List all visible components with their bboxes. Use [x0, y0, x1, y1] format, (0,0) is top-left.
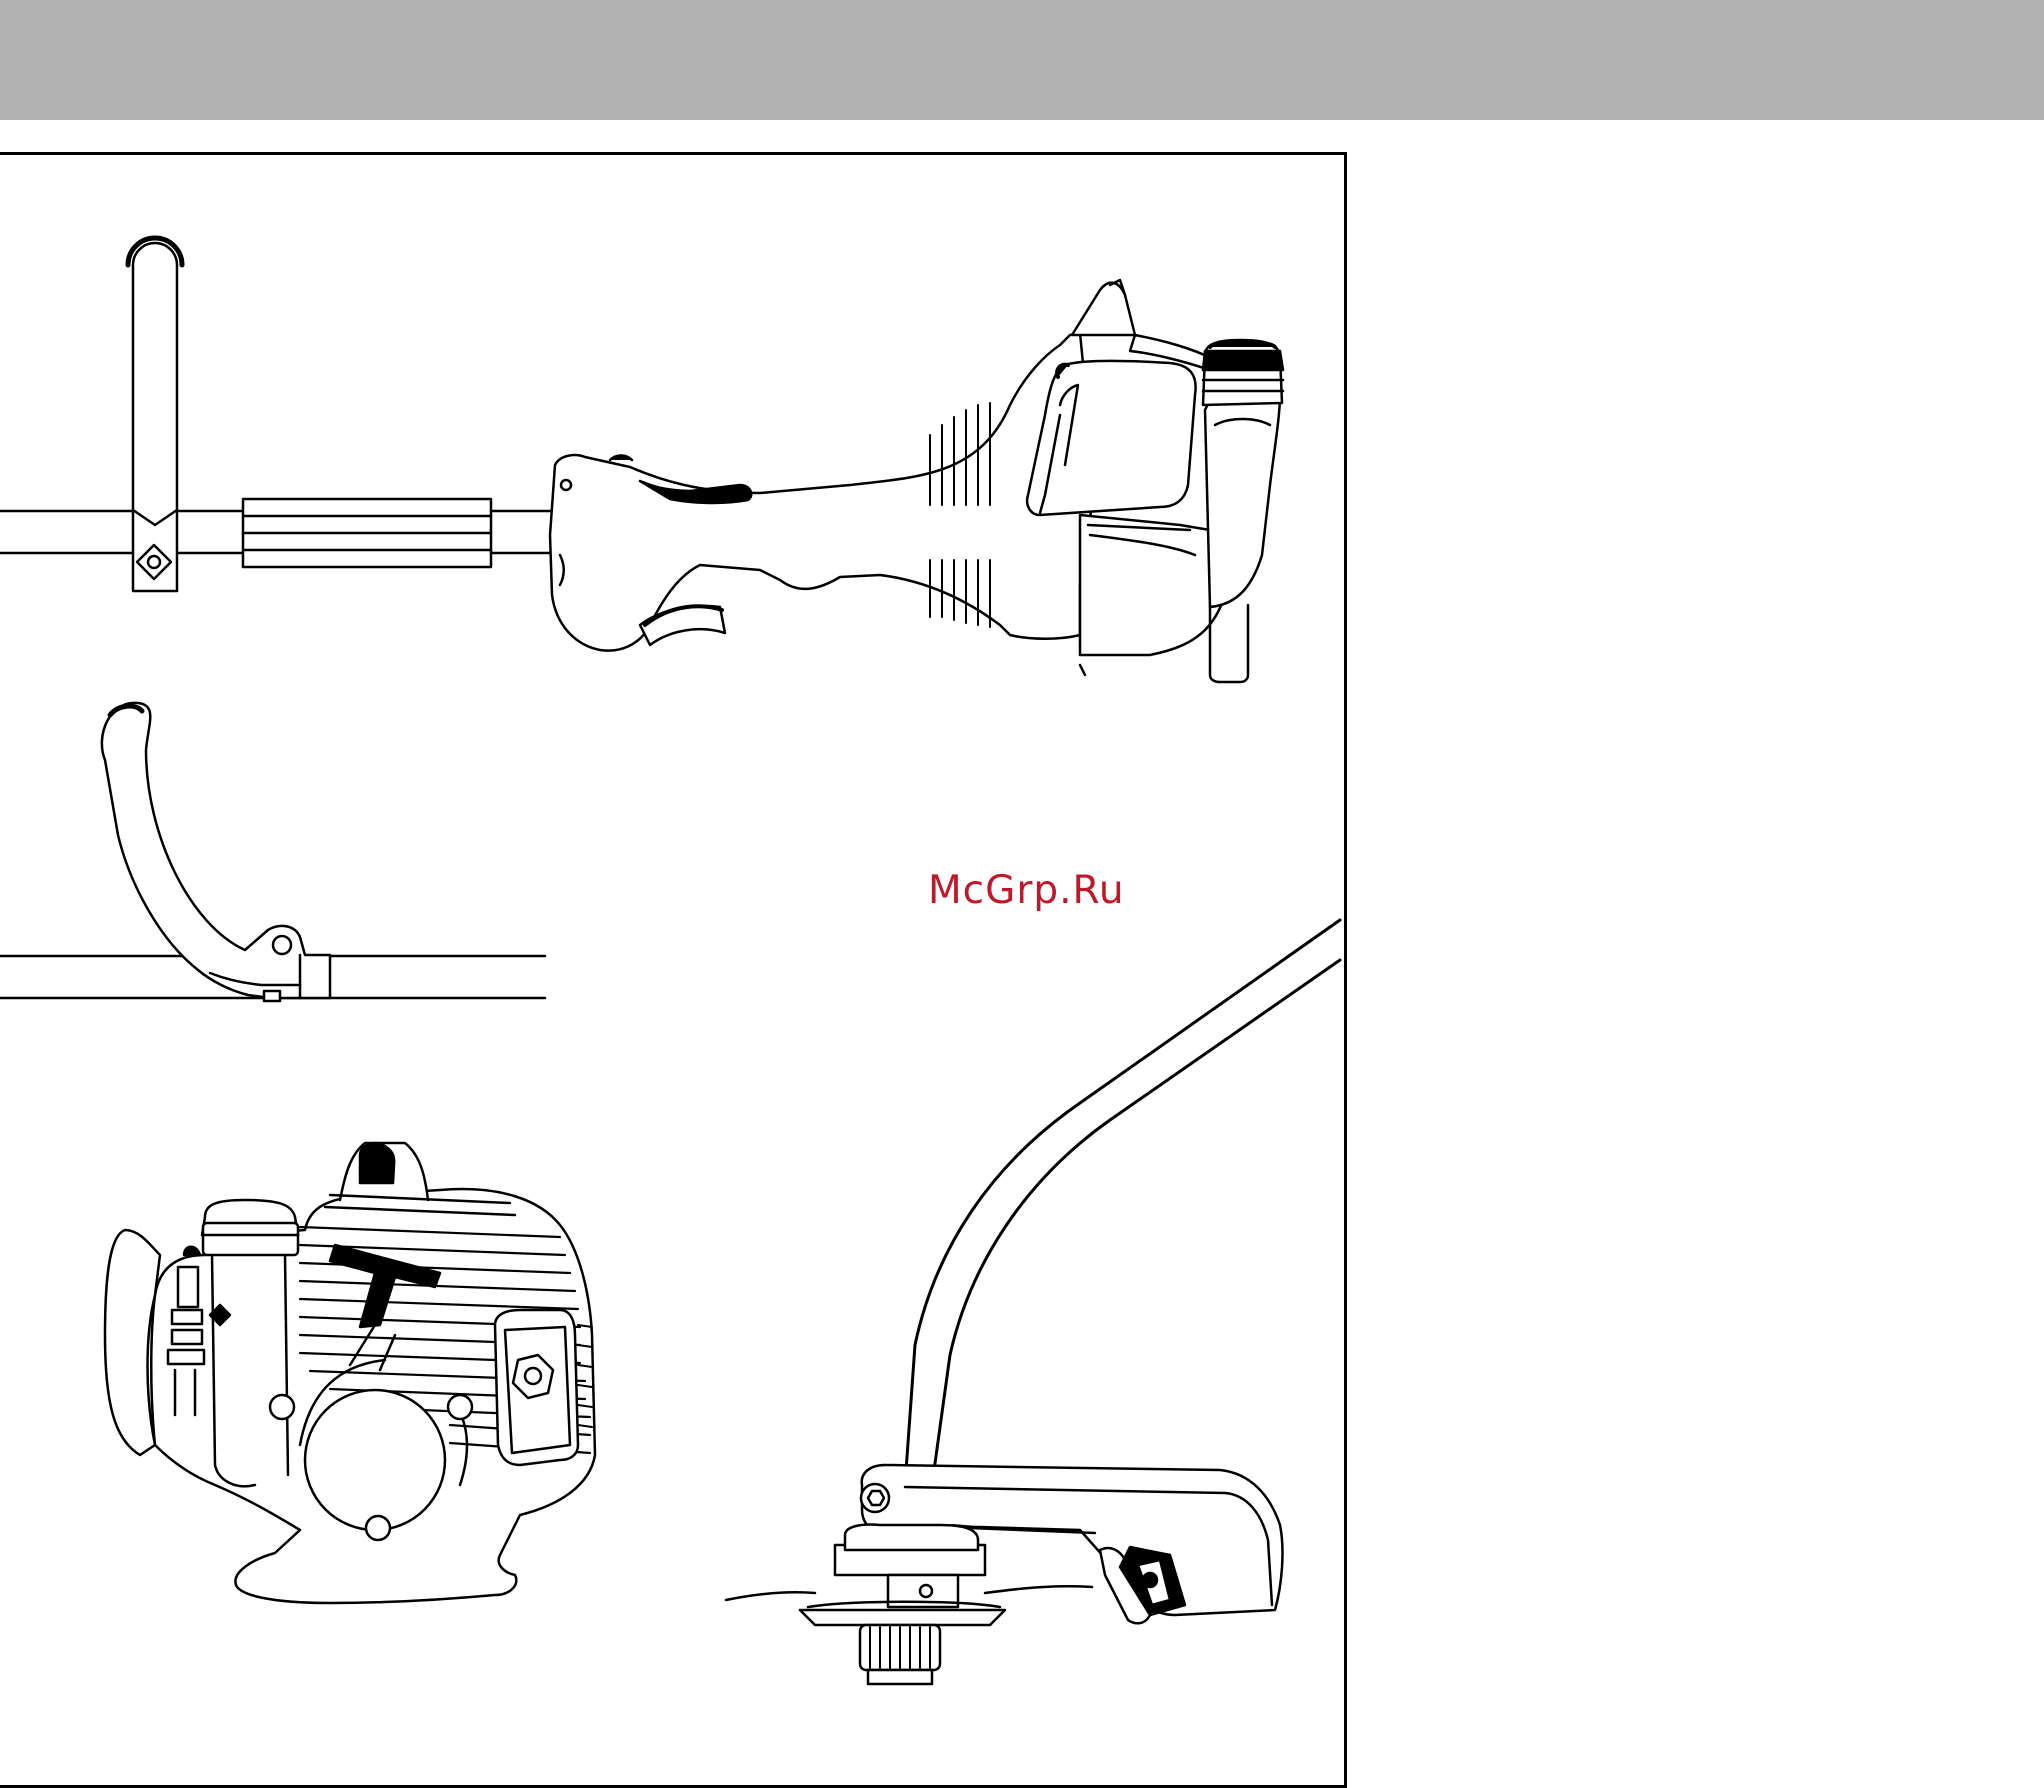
header-bar — [0, 0, 2044, 120]
grip-illustration — [243, 499, 491, 567]
watermark-text: McGrp.Ru — [928, 868, 1125, 913]
loop-handle-illustration — [128, 238, 182, 591]
trimmer-head-illustration — [726, 920, 1340, 1684]
engine-side-view-illustration — [105, 1143, 595, 1603]
trimmer-engine-unit-illustration — [550, 280, 1283, 682]
illustration-frame — [0, 152, 1347, 1788]
